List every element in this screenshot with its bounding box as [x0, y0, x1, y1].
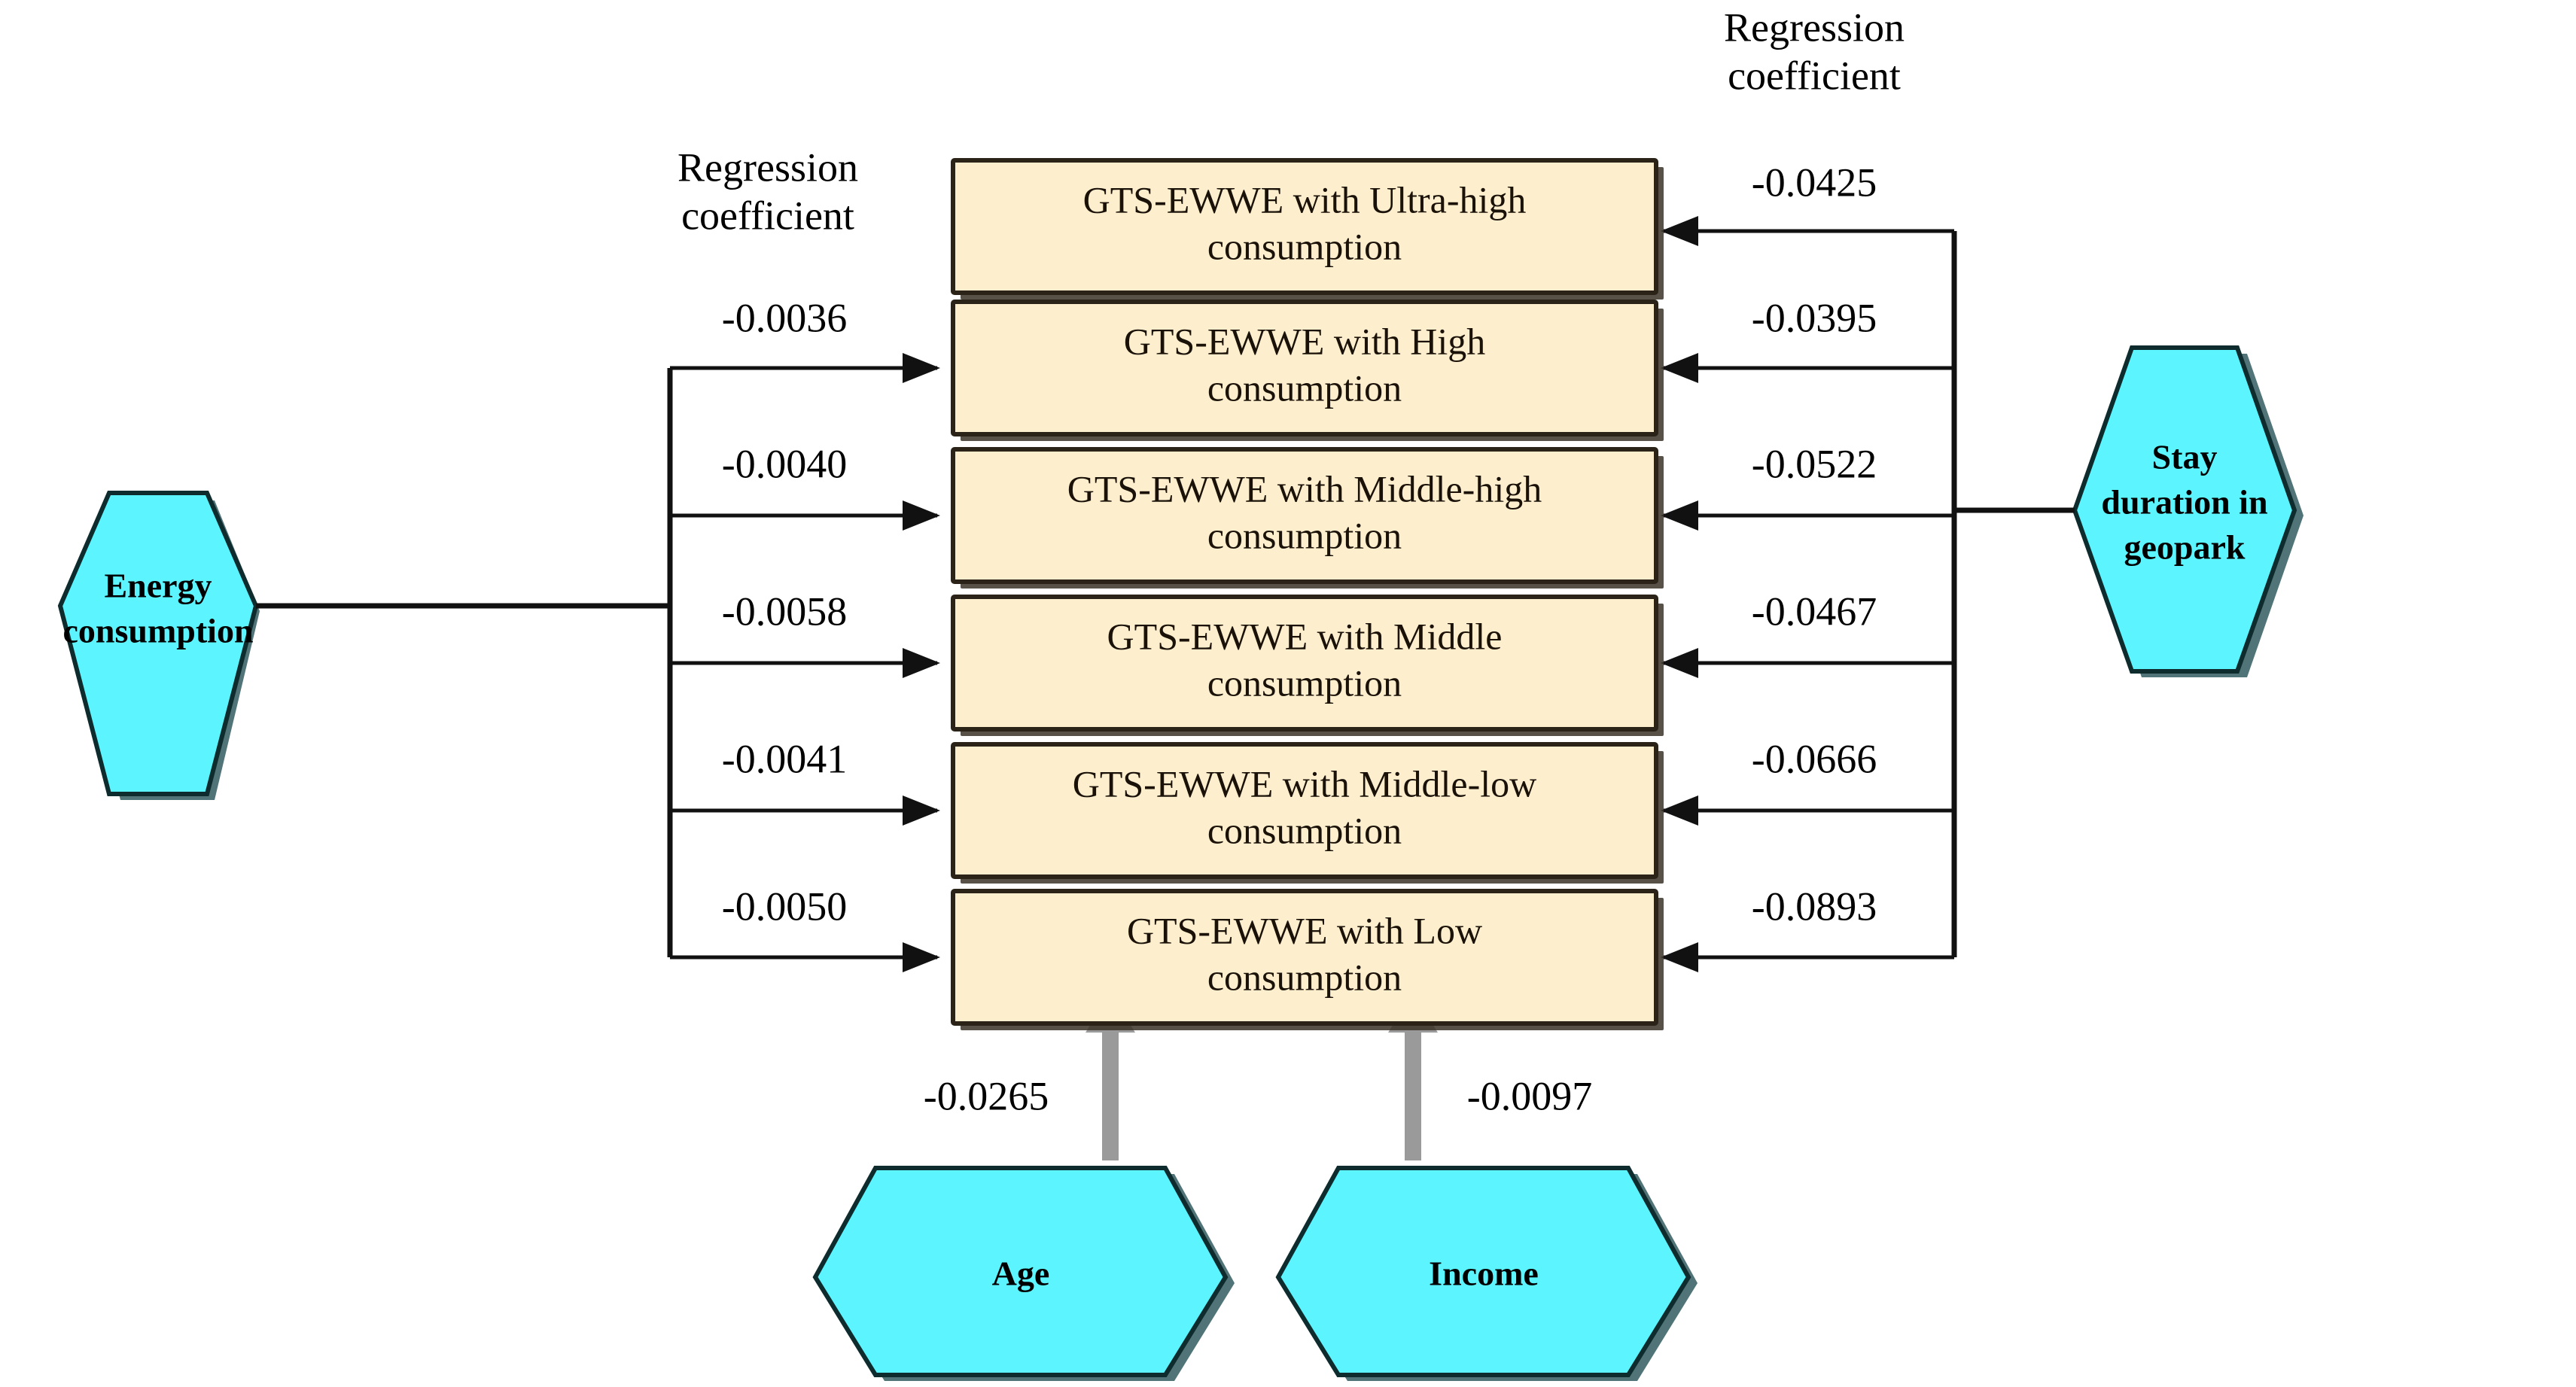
left-coefficient-middle: -0.0058: [722, 589, 847, 634]
energy-consumption-label-line2: consumption: [62, 612, 253, 650]
outcome-box-low[interactable]: GTS-EWWE with Low consumption: [951, 889, 1664, 1030]
outcome-box-low-line1: GTS-EWWE with Low: [1127, 909, 1482, 951]
outcome-box-low-line2: consumption: [1207, 956, 1402, 998]
left-coefficient-low: -0.0050: [722, 884, 847, 929]
outcome-box-high[interactable]: GTS-EWWE with High consumption: [951, 300, 1664, 441]
right-coefficient-low: -0.0893: [1752, 884, 1877, 929]
outcome-box-middle-low-rect: [951, 742, 1658, 879]
right-coefficient-middle-low: -0.0666: [1752, 736, 1877, 781]
outcome-box-ultra-high-line1: GTS-EWWE with Ultra-high: [1083, 178, 1527, 221]
outcome-box-middle-low-line1: GTS-EWWE with Middle-low: [1073, 762, 1537, 805]
outcome-box-middle[interactable]: GTS-EWWE with Middle consumption: [951, 595, 1664, 736]
outcome-box-high-line1: GTS-EWWE with High: [1124, 320, 1485, 362]
bottom-coefficient-income: -0.0097: [1467, 1073, 1592, 1118]
right-regression-coefficient-header: Regression coefficient: [1724, 5, 1905, 98]
right-coefficient-high: -0.0395: [1752, 295, 1877, 340]
left-coefficient-high: -0.0036: [722, 295, 847, 340]
right-coefficient-ultra-high: -0.0425: [1752, 160, 1877, 205]
node-age[interactable]: Age: [812, 1166, 1235, 1381]
energy-consumption-hexagon: [57, 491, 259, 796]
outcome-box-middle-high[interactable]: GTS-EWWE with Middle-high consumption: [951, 447, 1664, 589]
outcome-box-high-line2: consumption: [1207, 367, 1402, 409]
income-hexagon: [1275, 1166, 1691, 1377]
outcome-box-middle-high-line1: GTS-EWWE with Middle-high: [1067, 467, 1542, 509]
outcome-box-ultra-high-line2: consumption: [1207, 225, 1402, 267]
right-header-line1: Regression: [1724, 5, 1905, 50]
left-header-line1: Regression: [677, 144, 858, 190]
outcome-box-ultra-high-rect: [951, 158, 1658, 295]
age-hexagon: [812, 1166, 1229, 1377]
node-income[interactable]: Income: [1275, 1166, 1698, 1381]
stay-duration-label-line3: geopark: [2124, 528, 2246, 567]
stay-duration-label-line2: duration in: [2101, 483, 2267, 522]
stay-duration-label-line1: Stay: [2152, 438, 2218, 476]
outcome-box-middle-line2: consumption: [1207, 662, 1402, 704]
outcome-box-middle-low[interactable]: GTS-EWWE with Middle-low consumption: [951, 742, 1664, 884]
left-regression-coefficient-header: Regression coefficient: [677, 144, 858, 238]
income-label: Income: [1429, 1255, 1539, 1293]
node-energy-consumption[interactable]: Energy consumption: [57, 491, 260, 800]
bottom-coefficient-age: -0.0265: [924, 1073, 1049, 1118]
right-header-line2: coefficient: [1728, 53, 1901, 98]
left-coefficient-middle-high: -0.0040: [722, 441, 847, 486]
node-stay-duration[interactable]: Stay duration in geopark: [2072, 345, 2303, 677]
outcome-box-middle-line1: GTS-EWWE with Middle: [1107, 615, 1503, 657]
outcome-box-ultra-high[interactable]: GTS-EWWE with Ultra-high consumption: [951, 158, 1664, 300]
outcome-box-middle-low-line2: consumption: [1207, 809, 1402, 851]
outcome-box-low-rect: [951, 889, 1658, 1026]
outcome-box-middle-high-line2: consumption: [1207, 514, 1402, 556]
outcome-box-high-rect: [951, 300, 1658, 436]
left-coefficient-middle-low: -0.0041: [722, 736, 847, 781]
left-header-line2: coefficient: [681, 193, 854, 238]
outcome-box-middle-rect: [951, 595, 1658, 732]
outcome-box-middle-high-rect: [951, 447, 1658, 584]
right-coefficient-middle: -0.0467: [1752, 589, 1877, 634]
energy-consumption-label-line1: Energy: [104, 567, 212, 605]
age-label: Age: [992, 1255, 1050, 1293]
right-coefficient-middle-high: -0.0522: [1752, 441, 1877, 486]
